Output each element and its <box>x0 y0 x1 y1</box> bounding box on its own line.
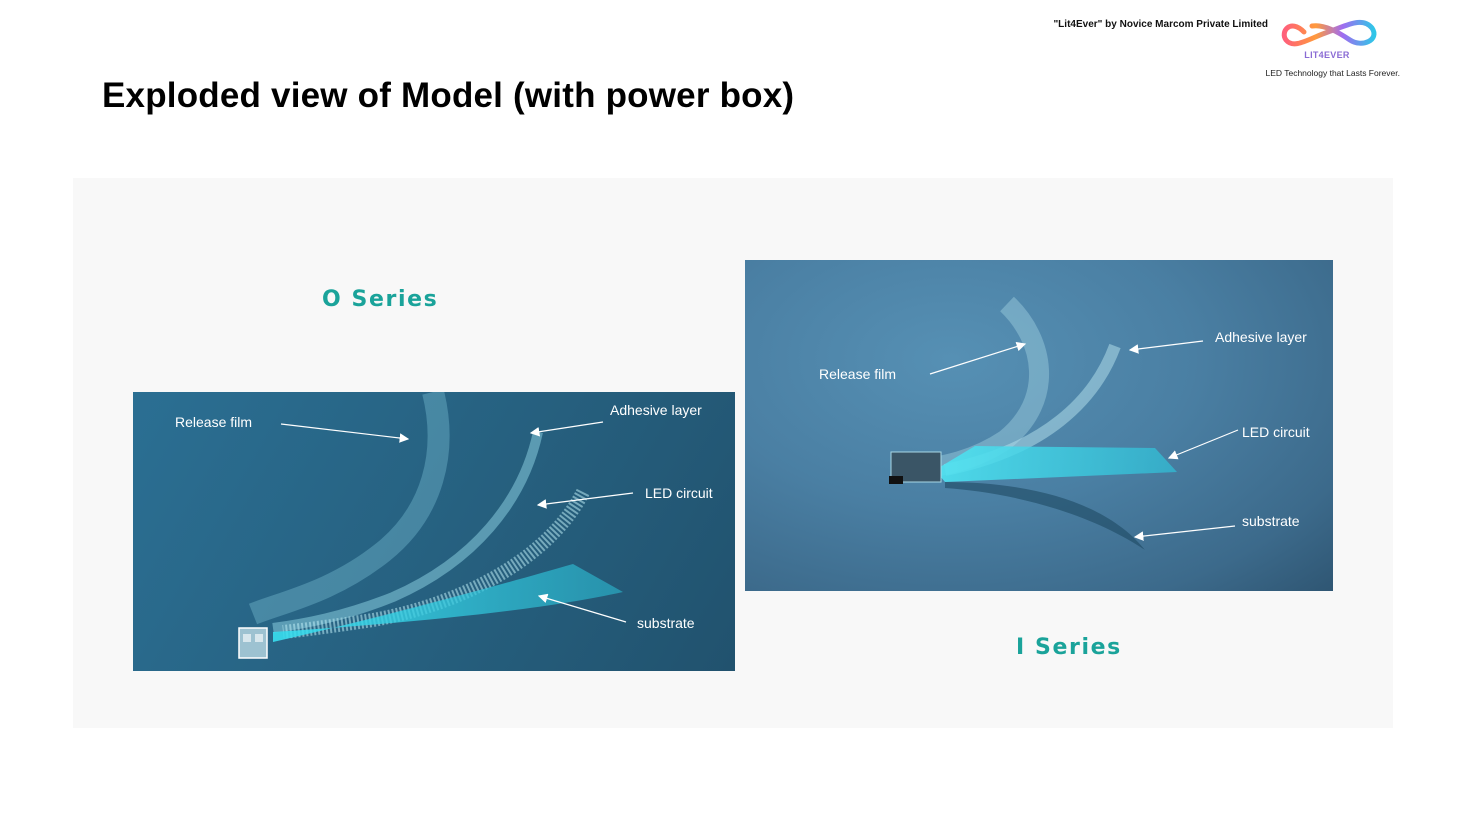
i-series-label: I Series <box>1016 635 1122 660</box>
company-line: "Lit4Ever" by Novice Marcom Private Limi… <box>1053 19 1268 30</box>
tagline: LED Technology that Lasts Forever. <box>1265 68 1400 78</box>
i-led-circuit-label: LED circuit <box>1242 424 1310 440</box>
o-led-circuit-label: LED circuit <box>645 485 713 501</box>
i-substrate-label: substrate <box>1242 513 1300 529</box>
i-series-exploded-image: Release film Adhesive layer LED circuit … <box>745 260 1333 591</box>
i-series-diagram <box>889 296 1239 550</box>
o-adhesive-layer-label: Adhesive layer <box>610 402 702 418</box>
o-series-label: O Series <box>322 287 439 312</box>
logo-text: LIT4EVER <box>1304 50 1350 60</box>
o-series-diagram <box>238 392 634 659</box>
o-series-exploded-image: Release film Adhesive layer LED circuit … <box>133 392 735 671</box>
o-substrate-label: substrate <box>637 615 695 631</box>
o-release-film-label: Release film <box>175 414 253 430</box>
page-title: Exploded view of Model (with power box) <box>102 76 795 115</box>
i-adhesive-layer-label: Adhesive layer <box>1215 329 1307 345</box>
lit4ever-logo-icon <box>1281 19 1377 47</box>
i-release-film-label: Release film <box>819 366 897 382</box>
